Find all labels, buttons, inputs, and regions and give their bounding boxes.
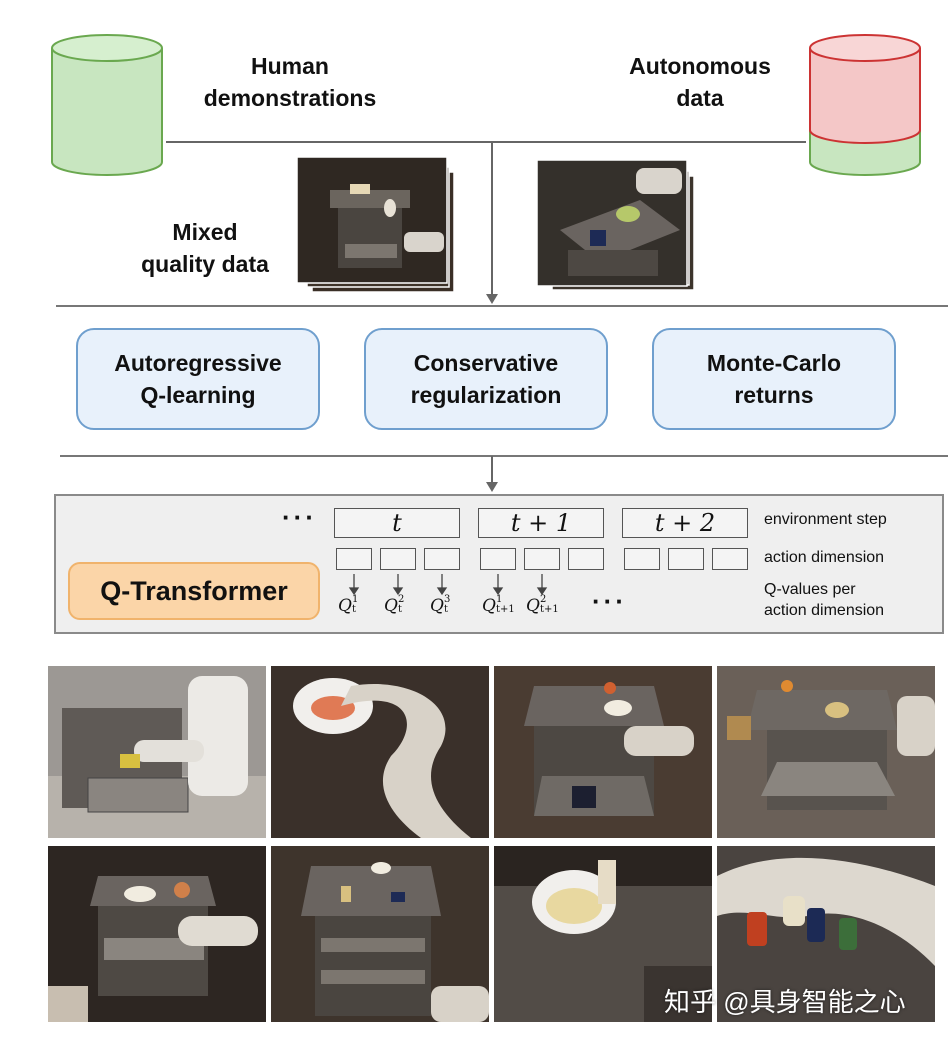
module-1-line2: Q-learning xyxy=(140,382,256,408)
module-conservative-regularization: Conservative regularization xyxy=(364,328,608,430)
action-dim-box-t-3 xyxy=(424,548,460,570)
photo-robot-drawer-5 xyxy=(271,846,489,1022)
autonomous-data-label: Autonomous data xyxy=(600,50,800,114)
leading-ellipsis: ··· xyxy=(282,502,317,532)
modules-to-transformer-connector xyxy=(60,455,948,492)
photo-robot-bowl-2 xyxy=(494,846,712,1022)
trailing-ellipsis: ··· xyxy=(592,586,627,616)
photo-robot-drawer-4 xyxy=(48,846,266,1022)
q-transformer-title: Q-Transformer xyxy=(100,575,288,606)
mixed-label-line1: Mixed xyxy=(172,219,238,245)
legend-environment-step: environment step xyxy=(764,511,887,528)
action-dim-box-t2-3 xyxy=(712,548,748,570)
photo-robot-drawer-3 xyxy=(717,666,935,838)
legend-q-line1: Q-values per xyxy=(764,581,856,598)
autonomous-data-cylinder xyxy=(809,34,921,176)
env-step-t-label: t xyxy=(392,509,402,537)
watermark-text: 知乎 @具身智能之心 xyxy=(664,987,906,1017)
human-demonstrations-label: Human demonstrations xyxy=(180,50,400,114)
human-label-line2: demonstrations xyxy=(203,85,377,111)
photo-robot-bowl-1 xyxy=(271,666,489,838)
action-dim-box-t2-1 xyxy=(624,548,660,570)
module-monte-carlo-returns: Monte-Carlo returns xyxy=(652,328,896,430)
env-step-t-plus-2-label: t + 2 xyxy=(654,509,716,537)
mixed-quality-label: Mixed quality data xyxy=(120,216,290,280)
photo-robot-drawer-1 xyxy=(48,666,266,838)
module-3-line1: Monte-Carlo xyxy=(706,350,842,376)
env-step-t-plus-1: t + 1 xyxy=(478,508,604,538)
human-label-line1: Human xyxy=(251,53,329,79)
autonomous-label-line2: data xyxy=(676,85,724,111)
flow-arrow-2 xyxy=(486,482,498,492)
module-autoregressive-q-learning: Autoregressive Q-learning xyxy=(76,328,320,430)
legend-q-line2: action dimension xyxy=(764,602,885,619)
legend-q-values: Q-values per action dimension xyxy=(764,579,884,621)
module-2-line2: regularization xyxy=(410,382,562,408)
flow-arrow-1 xyxy=(486,294,498,304)
module-3-line2: returns xyxy=(734,382,814,408)
env-step-t: t xyxy=(334,508,460,538)
mixed-data-photo-stack-left xyxy=(296,156,455,293)
autonomous-photo-stack-right xyxy=(536,159,695,291)
action-dim-box-t1-2 xyxy=(524,548,560,570)
action-dim-box-t-2 xyxy=(380,548,416,570)
env-step-t-plus-1-label: t + 1 xyxy=(510,509,572,537)
photo-robot-drawer-2 xyxy=(494,666,712,838)
action-dim-box-t-1 xyxy=(336,548,372,570)
q-transformer-badge: Q-Transformer xyxy=(68,562,320,620)
legend-action-dimension: action dimension xyxy=(764,549,885,566)
human-data-cylinder xyxy=(51,34,163,176)
mixed-label-line2: quality data xyxy=(141,251,269,277)
action-dim-box-t1-3 xyxy=(568,548,604,570)
photo-robot-cans xyxy=(717,846,935,1022)
q-value-arrows xyxy=(348,574,548,596)
module-1-line1: Autoregressive xyxy=(114,350,282,376)
data-sources-diagram xyxy=(51,34,948,307)
action-dim-box-t2-2 xyxy=(668,548,704,570)
autonomous-label-line1: Autonomous xyxy=(629,53,771,79)
module-2-line1: Conservative xyxy=(413,350,559,376)
env-step-t-plus-2: t + 2 xyxy=(622,508,748,538)
action-dim-box-t1-1 xyxy=(480,548,516,570)
